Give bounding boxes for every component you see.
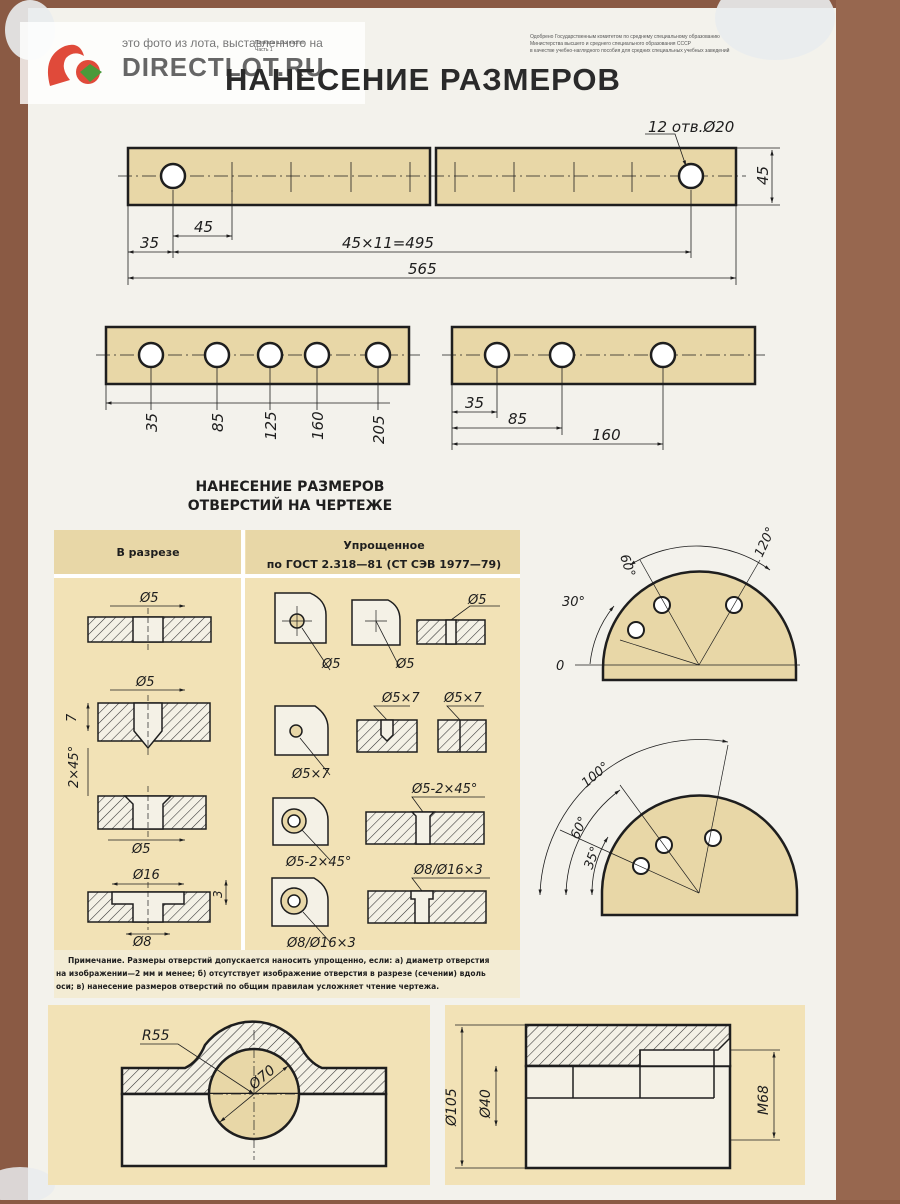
right-r1c: Ø5 bbox=[467, 593, 487, 608]
section-heading-line1: НАНЕСЕНИЕ РАЗМЕРОВ bbox=[196, 479, 385, 495]
angle-top-60: 60° bbox=[616, 553, 637, 580]
dim-right-0: 35 bbox=[465, 394, 484, 412]
hole-count-callout: 12 отв.Ø20 bbox=[648, 118, 734, 136]
poster-title: НАНЕСЕНИЕ РАЗМЕРОВ bbox=[225, 62, 621, 97]
left-d5b: Ø5 bbox=[135, 675, 155, 690]
right-r1a: Ø5 bbox=[321, 657, 341, 672]
angle-top-30: 30° bbox=[562, 595, 585, 610]
dim-left-1: 85 bbox=[209, 413, 227, 432]
bottom-section-drawings bbox=[48, 1005, 805, 1185]
fine-left-line: Плакаты в 3-х частях bbox=[255, 40, 305, 46]
dim-chain: 45×11=495 bbox=[342, 234, 434, 252]
fine-print-approval: Одобрено Государственным комитетом по ср… bbox=[530, 34, 730, 55]
right-r2b: Ø5×7 bbox=[381, 691, 420, 706]
watermark-brand: DIRECTLOT.RU bbox=[122, 52, 325, 82]
fine-print-line: Одобрено Государственным комитетом по ср… bbox=[530, 34, 720, 40]
table-col-right-line1: Упрощенное bbox=[343, 539, 424, 552]
right-r4b: Ø8/Ø16×3 bbox=[413, 863, 483, 878]
dim-total-565: 565 bbox=[408, 260, 437, 278]
squirrel-logo-icon bbox=[47, 44, 102, 86]
right-r3b: Ø5-2×45° bbox=[411, 782, 477, 797]
dim-right-2: 160 bbox=[592, 426, 621, 444]
dim-first-35: 35 bbox=[140, 234, 159, 252]
dim-height-45: 45 bbox=[754, 166, 772, 185]
left-depth3: 3 bbox=[211, 890, 225, 898]
dim-pitch-45: 45 bbox=[194, 218, 213, 236]
left-d16: Ø16 bbox=[132, 868, 160, 883]
left-chamfer: 2×45° bbox=[67, 746, 82, 788]
diameter-105: Ø105 bbox=[444, 1088, 460, 1127]
right-r3a: Ø5-2×45° bbox=[285, 855, 351, 870]
fine-print-line: Министерства высшего и среднего специаль… bbox=[530, 41, 692, 47]
dim-left-4: 205 bbox=[370, 415, 388, 444]
left-d5a: Ø5 bbox=[139, 591, 159, 606]
left-depth: 7 bbox=[65, 713, 80, 722]
table-col-left: В разрезе bbox=[116, 546, 179, 559]
fine-left-line: Часть 1 bbox=[255, 47, 273, 53]
top-bar-drawing bbox=[118, 133, 780, 285]
hole-dimension-table bbox=[54, 530, 520, 998]
dim-left-3: 160 bbox=[309, 411, 327, 440]
right-r4a: Ø8/Ø16×3 bbox=[286, 936, 356, 951]
angle-drawing-top bbox=[575, 545, 800, 682]
fine-print-left: Плакаты в 3-х частях Часть 1 bbox=[255, 40, 304, 54]
right-r1b: Ø5 bbox=[395, 657, 415, 672]
left-d8: Ø8 bbox=[132, 935, 152, 950]
dim-right-1: 85 bbox=[508, 410, 527, 428]
right-r2c: Ø5×7 bbox=[443, 691, 482, 706]
table-note-line2: на изображении—2 мм и менее; б) отсутств… bbox=[56, 969, 486, 978]
fine-print-line: в качестве учебно-наглядного пособия для… bbox=[530, 48, 730, 54]
middle-bars-drawing bbox=[96, 325, 765, 450]
right-r2a: Ø5×7 bbox=[291, 767, 330, 782]
dim-left-0: 35 bbox=[143, 413, 161, 432]
angle-bottom-35: 35° bbox=[582, 845, 604, 872]
watermark-caption: это фото из лота, выставленного на bbox=[122, 36, 323, 50]
angle-drawing-bottom bbox=[538, 739, 799, 917]
tape-roll-top-right bbox=[715, 0, 835, 60]
section-heading-line2: ОТВЕРСТИЙ НА ЧЕРТЕЖЕ bbox=[188, 497, 392, 514]
diameter-40: Ø40 bbox=[478, 1089, 494, 1119]
table-col-right-line2: по ГОСТ 2.318—81 (СТ СЭВ 1977—79) bbox=[267, 558, 501, 571]
dim-left-2: 125 bbox=[262, 411, 280, 440]
left-d5c: Ø5 bbox=[131, 842, 151, 857]
table-note-line1: Примечание. Размеры отверстий допускаетс… bbox=[68, 956, 490, 965]
angle-top-zero: 0 bbox=[556, 659, 564, 674]
radius-r55: R55 bbox=[142, 1028, 170, 1044]
table-note-line3: оси; в) нанесение размеров отверстий по … bbox=[56, 982, 439, 991]
watermark-panel bbox=[20, 22, 365, 104]
thread-m68: M68 bbox=[756, 1085, 772, 1115]
